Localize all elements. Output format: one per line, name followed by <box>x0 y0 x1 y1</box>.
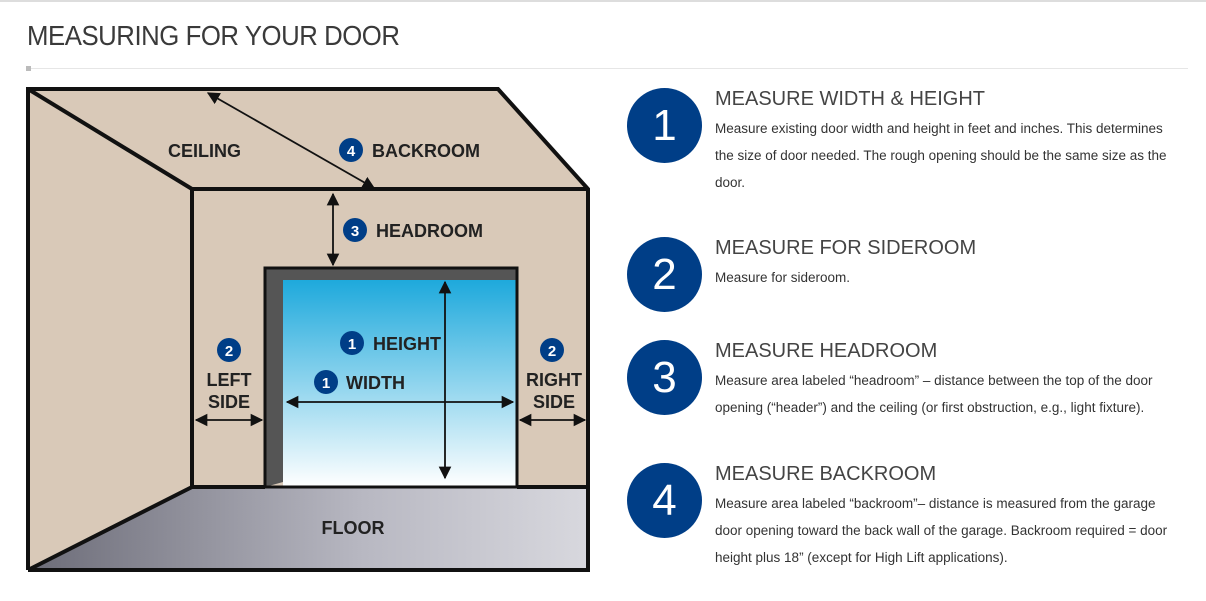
svg-text:2: 2 <box>548 343 556 360</box>
step-text: Measure existing door width and height i… <box>715 121 1167 190</box>
badge-3 <box>343 218 367 242</box>
step-text: Measure area labeled “backroom”– distanc… <box>715 496 1168 565</box>
diagram-labels: CEILING 4 BACKROOM 3 HEADROOM 1 HEIGHT 1… <box>168 138 582 538</box>
step-text: Measure area labeled “headroom” – distan… <box>715 373 1153 415</box>
svg-text:2: 2 <box>225 343 233 360</box>
badge-4 <box>339 138 363 162</box>
left-label: LEFT <box>207 370 252 390</box>
badge-1-width <box>314 370 338 394</box>
step-heading: MEASURE HEADROOM <box>715 340 938 362</box>
divider-marker <box>26 66 31 71</box>
side-label: SIDE <box>208 392 250 412</box>
step-number-badge: 3 <box>627 340 702 415</box>
badge-1-height <box>340 331 364 355</box>
step-heading: MEASURE BACKROOM <box>715 463 937 485</box>
headroom-label: HEADROOM <box>376 221 483 241</box>
floor <box>28 487 588 570</box>
top-border <box>0 0 1206 2</box>
right-label: RIGHT <box>526 370 582 390</box>
svg-text:3: 3 <box>351 223 359 240</box>
garage-diagram: CEILING 4 BACKROOM 3 HEADROOM 1 HEIGHT 1… <box>26 87 590 572</box>
room-outline <box>26 87 590 572</box>
badge-2-right <box>540 338 564 362</box>
floor-label: FLOOR <box>322 518 385 538</box>
step-number-badge: 4 <box>627 463 702 538</box>
svg-text:1: 1 <box>322 375 330 392</box>
ceiling-label: CEILING <box>168 141 241 161</box>
page-title: MEASURING FOR YOUR DOOR <box>27 20 400 51</box>
step-text: Measure for sideroom. <box>715 270 851 285</box>
title-divider <box>28 68 1188 69</box>
width-label: WIDTH <box>346 373 405 393</box>
svg-text:4: 4 <box>347 143 356 160</box>
backroom-label: BACKROOM <box>372 141 480 161</box>
side-label: SIDE <box>533 392 575 412</box>
measurement-arrows <box>194 92 587 480</box>
step-number-badge: 2 <box>627 237 702 312</box>
step-heading: MEASURE WIDTH & HEIGHT <box>715 88 986 110</box>
badge-2-left <box>217 338 241 362</box>
height-label: HEIGHT <box>373 334 441 354</box>
step-number-badge: 1 <box>627 88 702 163</box>
step-heading: MEASURE FOR SIDEROOM <box>715 237 977 259</box>
svg-text:1: 1 <box>348 336 356 353</box>
left-wall <box>28 89 192 570</box>
